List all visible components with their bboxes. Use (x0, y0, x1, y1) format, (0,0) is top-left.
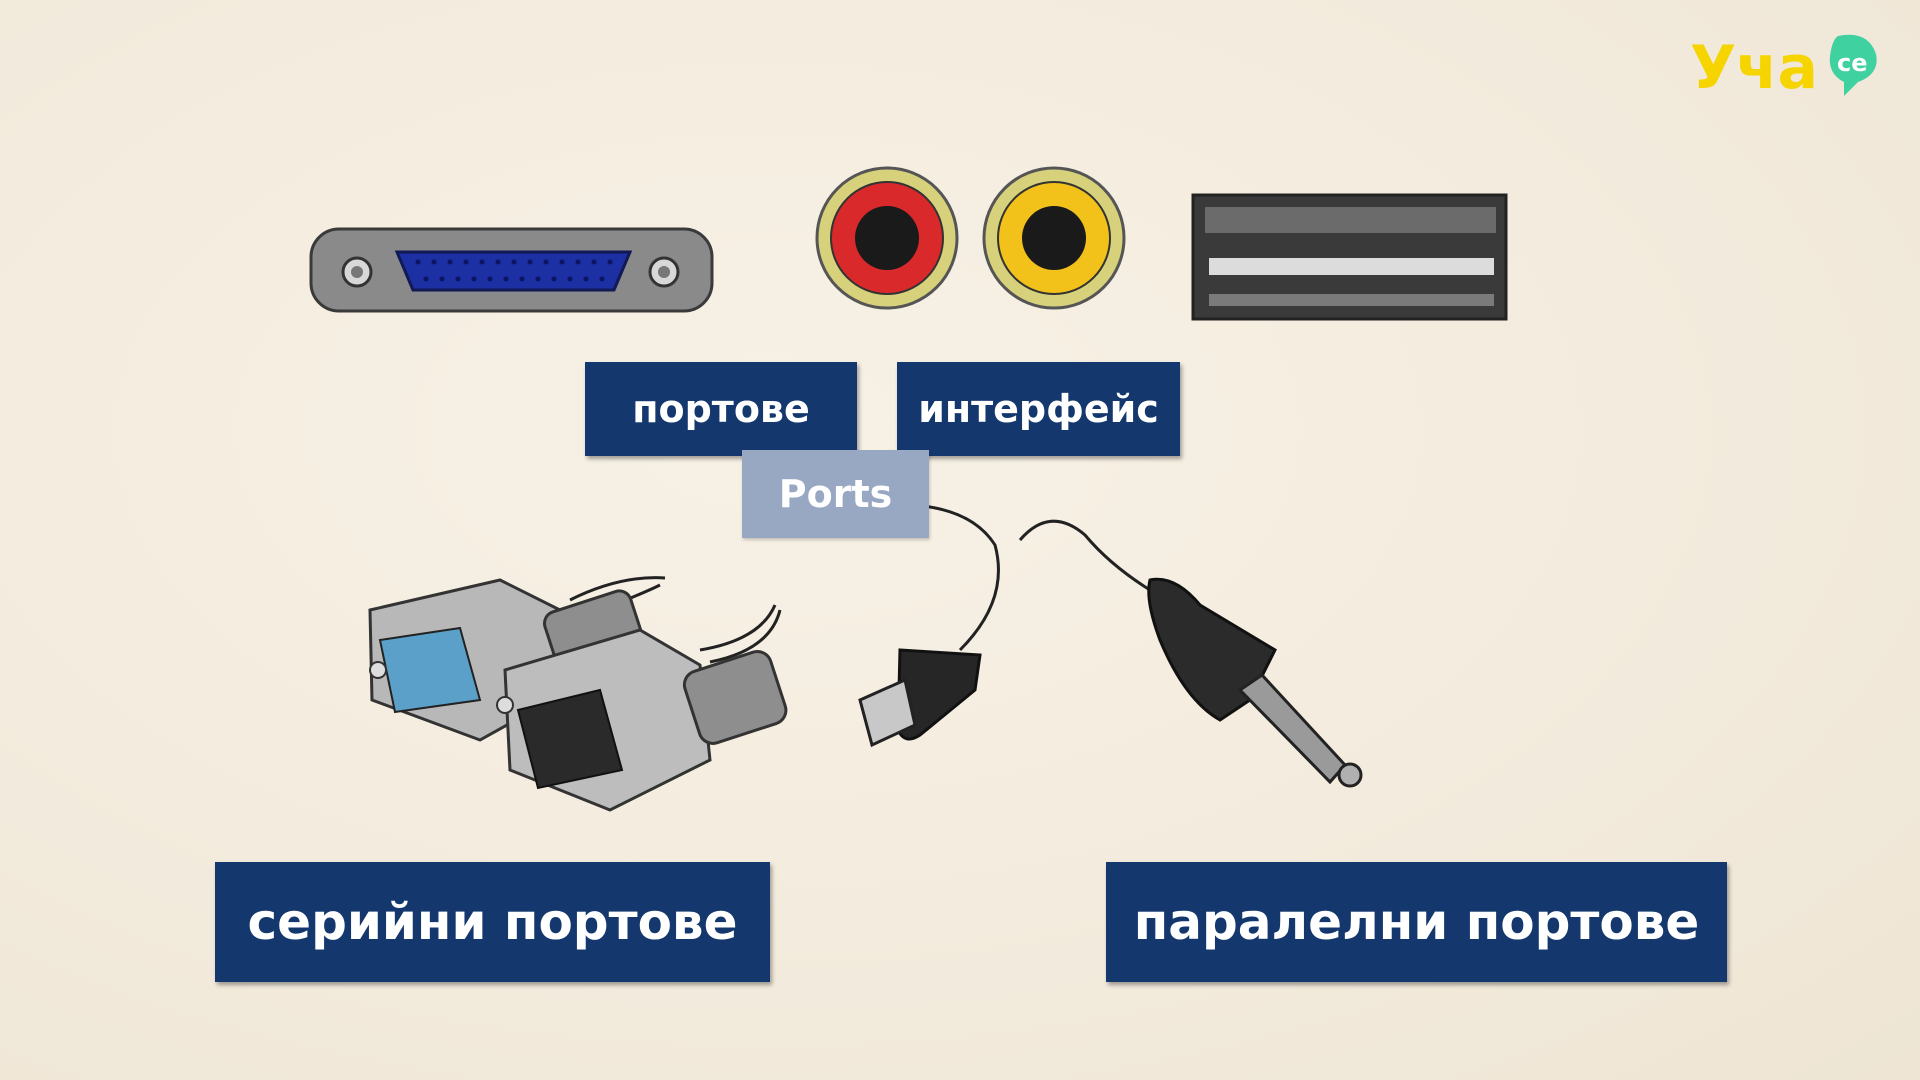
rca-yellow-jack-icon (982, 166, 1126, 310)
ucha-se-logo[interactable]: Уча се (1690, 28, 1890, 108)
parallel-port-icon (309, 227, 714, 313)
label-parallel-ports: паралелни портове (1106, 862, 1727, 982)
usb-port-icon (1191, 193, 1508, 321)
logo-bubble (1829, 34, 1877, 96)
logo-badge-text: се (1837, 49, 1868, 77)
label-interface: интерфейс (897, 362, 1180, 456)
logo-mark: Уча се (1690, 33, 1877, 103)
label-serial-ports: серийни портове (215, 862, 770, 982)
label-portove: портове (585, 362, 857, 456)
usb-plug-icon (839, 503, 1000, 748)
label-ports: Ports (742, 450, 929, 538)
logo-text: Уча (1690, 33, 1818, 103)
rca-red-jack-icon (815, 166, 959, 310)
serial-cables-icon (368, 576, 788, 812)
audio-jack-plug-icon (1018, 519, 1363, 788)
